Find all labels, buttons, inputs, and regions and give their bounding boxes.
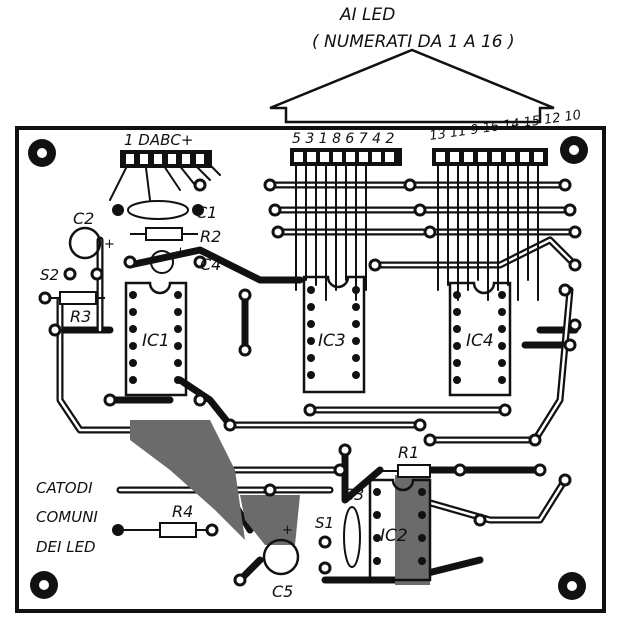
label-ic2: IC2 <box>380 526 408 546</box>
label-c5-plus: + <box>282 523 293 538</box>
label-s2: S2 <box>40 266 59 284</box>
label-c4-plus: + <box>175 245 186 260</box>
resistor-r4 <box>118 522 212 538</box>
switch-s1 <box>318 535 332 575</box>
label-c2-plus: + <box>104 237 115 252</box>
component-labels: C1 C2 C4 R2 S2 R3 IC1 IC3 IC4 R1 C3 S1 I… <box>40 203 494 601</box>
mounting-holes <box>28 136 588 600</box>
label-c5: C5 <box>272 582 293 601</box>
cathode-line3: DEI LED <box>36 538 96 556</box>
connector-left-label: 1 DABC+ <box>124 131 193 149</box>
header-line2: ( NUMERATI DA 1 A 16 ) <box>312 32 515 52</box>
capacitor-c5 <box>262 538 300 576</box>
label-c4: C4 <box>200 255 221 274</box>
label-r4: R4 <box>172 502 193 521</box>
capacitor-c2 <box>68 226 102 260</box>
cathode-pad <box>112 524 124 536</box>
label-ic3: IC3 <box>318 331 346 351</box>
solder-pads <box>38 178 582 587</box>
capacitor-c1 <box>112 200 204 220</box>
label-s1: S1 <box>315 514 334 532</box>
board-outline <box>15 126 606 613</box>
label-r2: R2 <box>200 227 221 246</box>
resistor-r3 <box>45 291 105 305</box>
label-c1: C1 <box>196 203 217 222</box>
label-ic1: IC1 <box>142 331 170 351</box>
connector-left <box>120 150 212 168</box>
cathode-line2: COMUNI <box>36 508 98 526</box>
ic-outlines <box>124 275 512 582</box>
label-c3: C3 <box>343 485 364 504</box>
cathode-note: CATODI COMUNI DEI LED <box>36 479 98 556</box>
label-r1: R1 <box>398 443 419 462</box>
label-c2: C2 <box>73 209 94 228</box>
label-r3: R3 <box>70 307 91 326</box>
resistor-r2 <box>130 227 198 241</box>
header-line1: AI LED <box>339 5 395 25</box>
ic-pins <box>129 286 506 565</box>
resistor-r1 <box>380 464 446 478</box>
capacitor-c4 <box>150 250 174 274</box>
capacitor-c3 <box>343 506 361 568</box>
led-arrow <box>269 48 555 124</box>
connector-mid <box>290 148 402 166</box>
connector-right <box>432 148 548 166</box>
connector-mid-label: 5 3 1 8 6 7 4 2 <box>292 131 395 147</box>
switch-s2 <box>63 267 104 281</box>
label-ic4: IC4 <box>466 331 494 351</box>
cathode-line1: CATODI <box>36 479 93 497</box>
